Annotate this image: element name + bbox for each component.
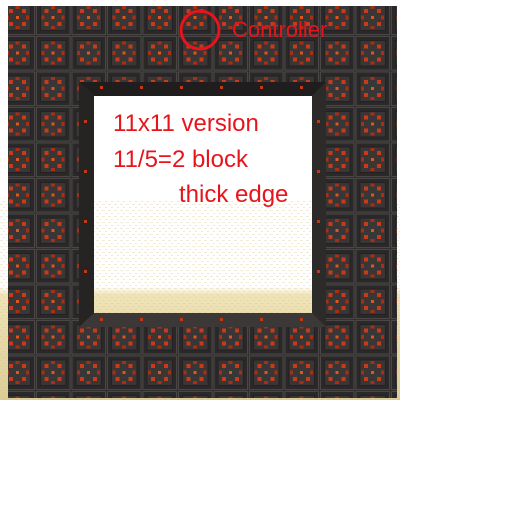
opening-bottom-bevel <box>79 313 326 327</box>
annotation-line-3: thick edge <box>179 181 289 208</box>
annotation-line-1: 11x11 version <box>113 110 259 137</box>
opening-left-bevel <box>79 82 94 327</box>
game-viewport: Controller 11x11 version 11/5=2 block th… <box>0 6 400 400</box>
scene-canvas <box>0 6 400 400</box>
controller-marker-icon <box>179 9 221 51</box>
bevel-embers <box>84 86 320 321</box>
opening-top-bevel <box>79 82 326 96</box>
controller-label: Controller <box>232 17 328 42</box>
annotation-line-2: 11/5=2 block <box>113 146 248 173</box>
opening-right-bevel <box>312 82 326 327</box>
